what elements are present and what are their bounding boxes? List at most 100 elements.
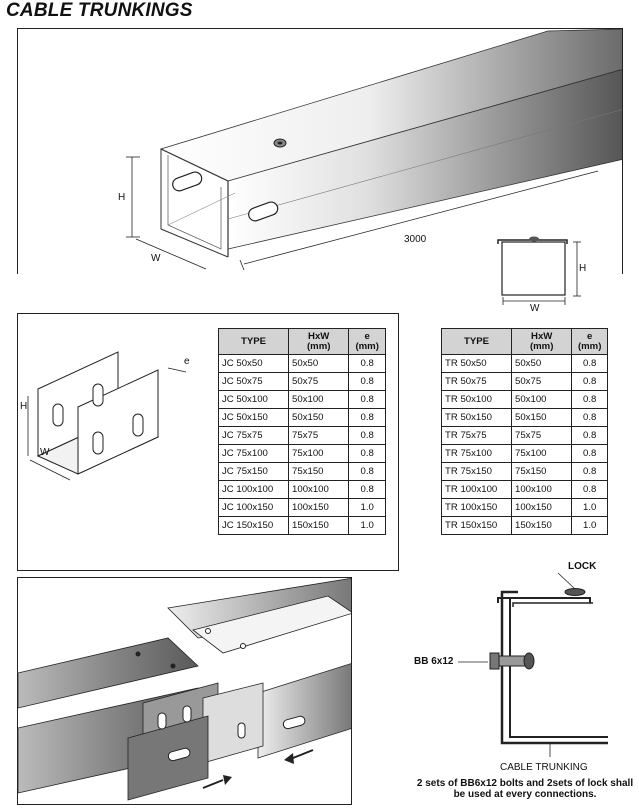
lock-label: LOCK (568, 561, 597, 572)
type-cell: TR 75x100 (440, 444, 513, 463)
size-cell: 75x75 (288, 426, 350, 445)
thickness-cell: 0.8 (571, 408, 608, 427)
size-cell: 50x100 (511, 390, 573, 409)
thickness-cell: 1.0 (571, 498, 608, 517)
type-cell: JC 100x150 (217, 498, 290, 517)
type-cell: JC 150x150 (217, 516, 290, 535)
size-cell: 75x150 (288, 462, 350, 481)
thickness-cell: 0.8 (571, 480, 608, 499)
size-cell: 100x100 (288, 480, 350, 499)
width-dimension-label: W (151, 253, 161, 264)
thickness-cell: 0.8 (571, 354, 608, 373)
type-cell: TR 100x150 (440, 498, 513, 517)
type-cell: JC 50x100 (217, 390, 290, 409)
type-cell: JC 75x100 (217, 444, 290, 463)
size-cell: 50x150 (511, 408, 573, 427)
size-cell: 50x50 (511, 354, 573, 373)
page-title: CABLE TRUNKINGS (6, 0, 193, 21)
thickness-cell: 0.8 (571, 426, 608, 445)
thickness-cell: 0.8 (348, 408, 386, 427)
size-cell: 150x150 (511, 516, 573, 535)
thickness-cell: 0.8 (348, 444, 386, 463)
size-cell: 100x100 (511, 480, 573, 499)
size-cell: 50x75 (288, 372, 350, 391)
type-cell: JC 100x100 (217, 480, 290, 499)
thickness-cell: 0.8 (348, 354, 386, 373)
thickness-cell: 1.0 (348, 498, 386, 517)
type-cell: JC 50x50 (217, 354, 290, 373)
assembly-panel (17, 577, 352, 805)
thickness-cell: 0.8 (348, 372, 386, 391)
column-header-type: TYPE (217, 328, 290, 355)
column-header-e: e (mm) (571, 328, 608, 355)
trunking-isometric-panel: H W 3000 (17, 28, 623, 274)
thickness-cell: 0.8 (571, 444, 608, 463)
cross-section-height-label: H (579, 263, 587, 274)
type-cell: TR 75x150 (440, 462, 513, 481)
column-header-hxw: HxW (mm) (288, 328, 350, 355)
thickness-cell: 0.8 (348, 480, 386, 499)
size-cell: 50x50 (288, 354, 350, 373)
joint-height-label: H (20, 401, 28, 412)
type-cell: TR 50x150 (440, 408, 513, 427)
type-cell: TR 50x50 (440, 354, 513, 373)
type-cell: JC 50x75 (217, 372, 290, 391)
thickness-cell: 0.8 (348, 426, 386, 445)
size-cell: 75x100 (511, 444, 573, 463)
type-cell: TR 75x75 (440, 426, 513, 445)
table-header-row: TYPE HxW (mm) e (mm) (217, 328, 386, 355)
size-cell: 50x75 (511, 372, 573, 391)
type-cell: JC 50x150 (217, 408, 290, 427)
size-cell: 75x150 (511, 462, 573, 481)
connection-note: 2 sets of BB6x12 bolts and 2sets of lock… (416, 778, 634, 800)
size-cell: 150x150 (288, 516, 350, 535)
cable-trunking-label: CABLE TRUNKING (500, 762, 588, 773)
cross-section-drawing (497, 236, 581, 305)
bolt-label: BB 6x12 (414, 656, 454, 667)
column-header-hxw: HxW (mm) (511, 328, 573, 355)
thickness-cell: 0.8 (348, 462, 386, 481)
type-cell: JC 75x75 (217, 426, 290, 445)
thickness-cell: 0.8 (571, 372, 608, 391)
thickness-cell: 0.8 (571, 390, 608, 409)
size-cell: 75x100 (288, 444, 350, 463)
thickness-cell: 1.0 (348, 516, 386, 535)
size-cell: 100x150 (288, 498, 350, 517)
size-cell: 75x75 (511, 426, 573, 445)
table-header-row: TYPE HxW (mm) e (mm) (440, 328, 608, 355)
column-header-e: e (mm) (348, 328, 386, 355)
type-cell: TR 50x100 (440, 390, 513, 409)
type-cell: TR 150x150 (440, 516, 513, 535)
cross-section-width-label: W (530, 303, 540, 314)
size-cell: 100x150 (511, 498, 573, 517)
type-cell: TR 100x100 (440, 480, 513, 499)
length-dimension-label: 3000 (404, 234, 427, 245)
column-header-type: TYPE (440, 328, 513, 355)
type-cell: JC 75x150 (217, 462, 290, 481)
thickness-cell: 1.0 (571, 516, 608, 535)
size-cell: 50x150 (288, 408, 350, 427)
joint-thickness-label: e (184, 356, 190, 367)
connection-detail-drawing (458, 572, 608, 757)
joint-width-label: W (40, 447, 50, 458)
